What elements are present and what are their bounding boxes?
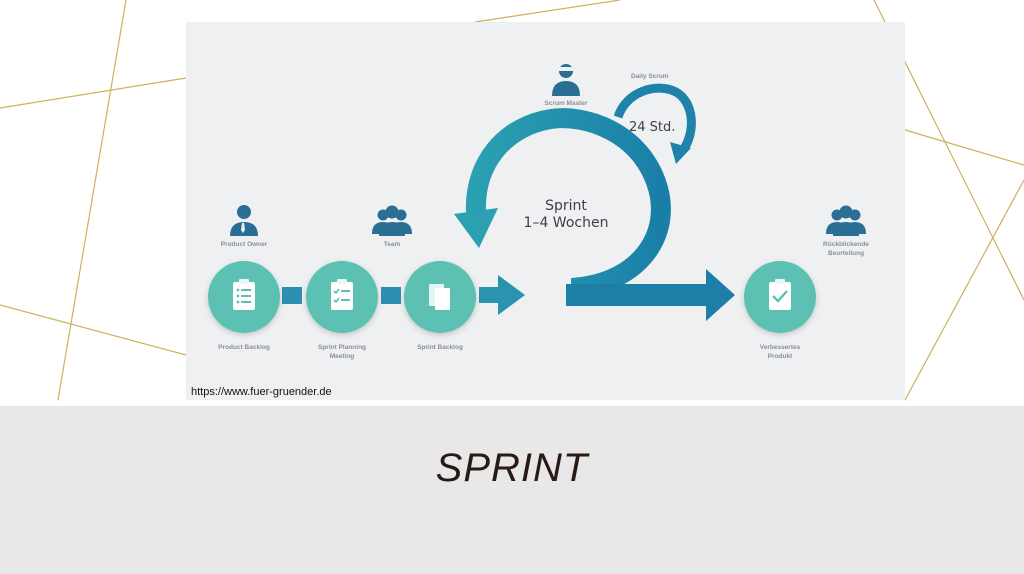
sprint-planning-label-2: Meeting xyxy=(330,353,355,360)
clipboard-check-icon xyxy=(331,279,353,310)
slide-title: SPRINT xyxy=(435,446,589,490)
step-improved-product xyxy=(744,261,816,333)
step-product-backlog xyxy=(208,261,280,333)
clipboard-list-icon xyxy=(233,279,255,310)
scrum-master-icon xyxy=(552,64,580,96)
step-sprint-planning xyxy=(306,261,378,333)
improved-product-label-2: Produkt xyxy=(768,353,793,360)
step-sprint-backlog xyxy=(404,261,476,333)
daily-scrum-loop xyxy=(613,83,696,153)
product-owner-label: Product Owner xyxy=(221,241,268,248)
daily-cycle-label: 24 Std. xyxy=(629,120,675,135)
daily-scrum-arrowhead xyxy=(670,142,691,164)
sprint-loop-arrowhead xyxy=(454,208,498,248)
team-icon xyxy=(372,205,412,236)
documents-icon xyxy=(429,284,450,310)
product-owner-icon xyxy=(230,205,258,236)
retrospective-label: Rückblickende xyxy=(823,241,869,248)
scrum-sprint-diagram: 24 Std. Daily Scrum Sprint 1–4 Wochen xyxy=(186,22,905,400)
sprint-duration-label: 1–4 Wochen xyxy=(524,215,609,231)
retrospective-label-2: Beurteilung xyxy=(828,250,864,257)
product-backlog-label: Product Backlog xyxy=(218,344,270,351)
arrow-to-product xyxy=(566,269,735,321)
connector-2 xyxy=(381,287,401,304)
source-url[interactable]: https://www.fuer-gruender.de xyxy=(191,386,332,398)
scrum-master-label: Scrum Master xyxy=(545,100,588,107)
retrospective-team-icon xyxy=(826,205,866,236)
improved-product-label: Verbessertes xyxy=(760,344,801,351)
daily-scrum-label: Daily Scrum xyxy=(631,73,669,80)
connector-1 xyxy=(282,287,302,304)
sprint-label: Sprint xyxy=(545,198,587,214)
arrow-into-sprint xyxy=(479,275,525,315)
sprint-backlog-label: Sprint Backlog xyxy=(417,344,463,351)
clipboard-checkmark-icon xyxy=(769,279,791,310)
sprint-loop-arc xyxy=(465,108,671,297)
team-label: Team xyxy=(384,241,401,248)
title-band xyxy=(0,406,1024,574)
sprint-planning-label: Sprint Planning xyxy=(318,344,366,351)
